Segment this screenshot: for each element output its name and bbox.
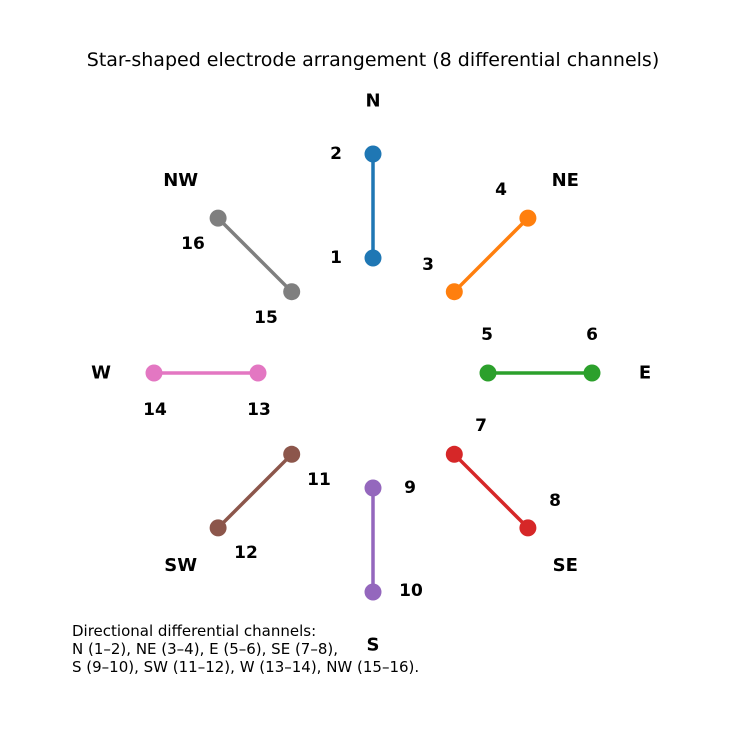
electrode-label-3: 3: [422, 255, 434, 275]
caption-line-1: Directional differential channels:: [72, 622, 316, 640]
electrode-label-13: 13: [247, 400, 271, 420]
electrode-label-6: 6: [586, 325, 598, 345]
channel-ne: 34: [422, 180, 537, 301]
channel-line-se: [453, 453, 530, 530]
electrode-4: [519, 209, 537, 227]
electrode-11: [283, 445, 301, 463]
direction-labels: N NE E SE S SW W NW: [91, 91, 651, 656]
direction-label-sw: SW: [164, 555, 197, 576]
direction-label-se: SE: [553, 555, 578, 576]
electrode-14: [145, 364, 163, 382]
electrode-label-11: 11: [307, 470, 331, 490]
channel-w: 13 14: [143, 364, 271, 420]
electrode-label-2: 2: [330, 144, 342, 164]
caption-line-3: S (9–10), SW (11–12), W (13–14), NW (15–…: [72, 658, 419, 676]
direction-label-s: S: [367, 635, 380, 656]
direction-label-w: W: [91, 363, 111, 384]
direction-label-nw: NW: [163, 170, 198, 191]
electrode-label-7: 7: [475, 416, 487, 436]
caption: Directional differential channels: N (1–…: [72, 622, 419, 676]
electrode-label-14: 14: [143, 400, 167, 420]
electrode-8: [519, 519, 537, 537]
electrode-6: [583, 364, 601, 382]
electrode-label-16: 16: [181, 234, 205, 254]
electrode-15: [283, 283, 301, 301]
channel-line-ne: [453, 216, 530, 293]
electrode-9: [364, 479, 382, 497]
electrode-label-4: 4: [495, 180, 507, 200]
diagram-title: Star-shaped electrode arrangement (8 dif…: [87, 49, 659, 71]
channel-se: 78: [445, 416, 561, 537]
electrode-label-8: 8: [549, 491, 561, 511]
direction-label-e: E: [639, 363, 651, 384]
channel-s: 9 10: [364, 478, 423, 601]
electrode-10: [364, 583, 382, 601]
electrode-13: [249, 364, 267, 382]
electrode-label-12: 12: [234, 543, 258, 563]
channel-line-nw: [216, 216, 293, 293]
electrode-label-5: 5: [481, 325, 493, 345]
electrode-5: [479, 364, 497, 382]
electrode-2: [364, 145, 382, 163]
direction-label-n: N: [365, 91, 380, 112]
electrode-7: [445, 445, 463, 463]
direction-label-ne: NE: [552, 170, 579, 191]
channel-n: 12: [330, 144, 382, 268]
electrode-label-15: 15: [254, 308, 278, 328]
electrode-3: [445, 283, 463, 301]
electrode-label-9: 9: [404, 478, 416, 498]
electrode-1: [364, 249, 382, 267]
caption-line-2: N (1–2), NE (3–4), E (5–6), SE (7–8),: [72, 640, 338, 658]
electrode-label-1: 1: [330, 248, 342, 268]
electrode-16: [209, 209, 227, 227]
electrode-12: [209, 519, 227, 537]
channel-line-sw: [216, 453, 293, 530]
electrode-label-10: 10: [399, 581, 423, 601]
channel-sw: 11 12: [209, 445, 331, 563]
